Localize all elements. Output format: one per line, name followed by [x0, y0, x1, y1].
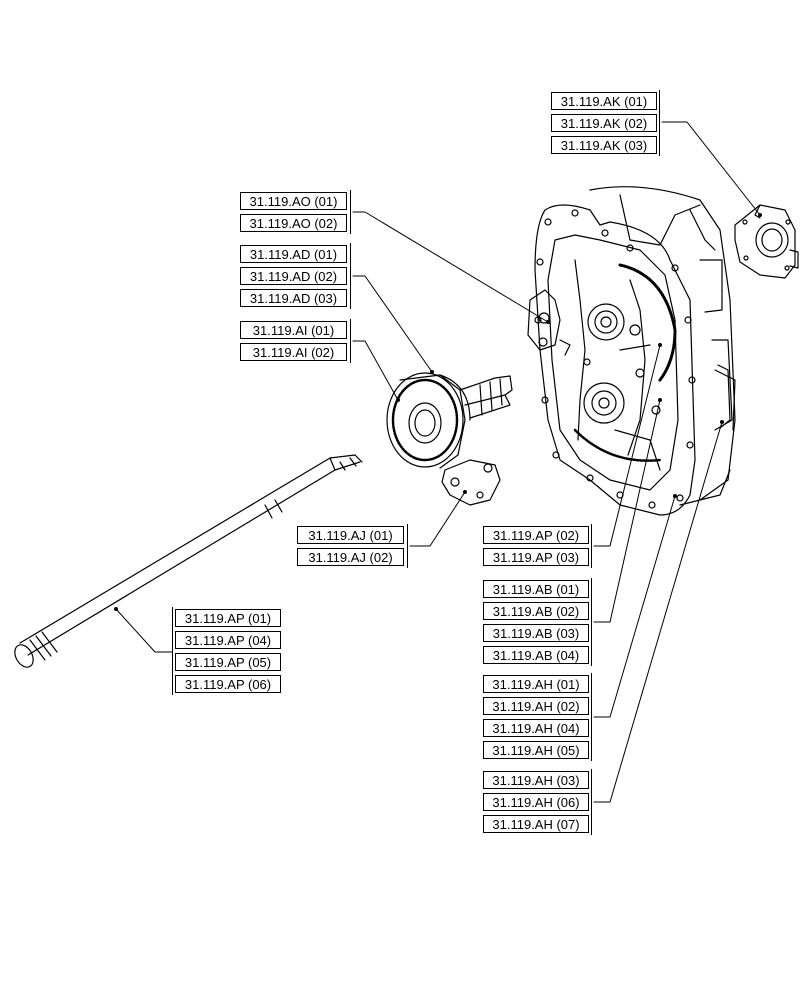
leader-lines	[115, 121, 761, 803]
ref-label[interactable]: 31.119.AB (01)	[483, 580, 589, 598]
ref-label[interactable]: 31.119.AD (01)	[240, 245, 347, 263]
ref-label[interactable]: 31.119.AH (02)	[483, 697, 589, 715]
ref-label[interactable]: 31.119.AH (06)	[483, 793, 589, 811]
group-bracket	[238, 319, 351, 363]
group-bracket	[172, 607, 284, 695]
ref-label[interactable]: 31.119.AD (03)	[240, 289, 347, 307]
ref-label[interactable]: 31.119.AJ (01)	[297, 526, 404, 544]
ref-label[interactable]: 31.119.AD (02)	[240, 267, 347, 285]
group-bracket	[480, 578, 592, 666]
clutch-gear-assembly	[386, 372, 513, 506]
ref-label[interactable]: 31.119.AP (04)	[175, 631, 281, 649]
ref-label[interactable]: 31.119.AK (01)	[551, 92, 657, 110]
ref-label[interactable]: 31.119.AB (04)	[483, 646, 589, 664]
ref-label[interactable]: 31.119.AH (03)	[483, 771, 589, 789]
ref-label[interactable]: 31.119.AK (03)	[551, 136, 657, 154]
ref-label[interactable]: 31.119.AP (05)	[175, 653, 281, 671]
ref-label[interactable]: 31.119.AJ (02)	[297, 548, 404, 566]
ref-label[interactable]: 31.119.AB (03)	[483, 624, 589, 642]
group-bracket	[548, 90, 660, 156]
group-bracket	[238, 190, 351, 234]
ref-label[interactable]: 31.119.AP (02)	[483, 526, 589, 544]
ref-label[interactable]: 31.119.AH (05)	[483, 741, 589, 759]
ref-label[interactable]: 31.119.AH (07)	[483, 815, 589, 833]
ref-label[interactable]: 31.119.AO (01)	[240, 192, 347, 210]
ref-label[interactable]: 31.119.AB (02)	[483, 602, 589, 620]
ref-label[interactable]: 31.119.AI (02)	[240, 343, 347, 361]
ref-label[interactable]: 31.119.AI (01)	[240, 321, 347, 339]
ref-label[interactable]: 31.119.AP (01)	[175, 609, 281, 627]
transmission-housing	[527, 186, 736, 516]
group-bracket	[295, 524, 408, 568]
group-bracket	[480, 673, 592, 761]
group-bracket	[480, 769, 592, 835]
group-bracket	[238, 243, 351, 309]
ref-label[interactable]: 31.119.AK (02)	[551, 114, 657, 132]
ref-label[interactable]: 31.119.AO (02)	[240, 214, 347, 232]
ref-label[interactable]: 31.119.AH (04)	[483, 719, 589, 737]
group-bracket	[480, 524, 592, 568]
ref-label[interactable]: 31.119.AH (01)	[483, 675, 589, 693]
output-shaft	[14, 454, 363, 668]
ref-label[interactable]: 31.119.AP (03)	[483, 548, 589, 566]
ref-label[interactable]: 31.119.AP (06)	[175, 675, 281, 693]
flange-housing-part	[734, 204, 799, 279]
